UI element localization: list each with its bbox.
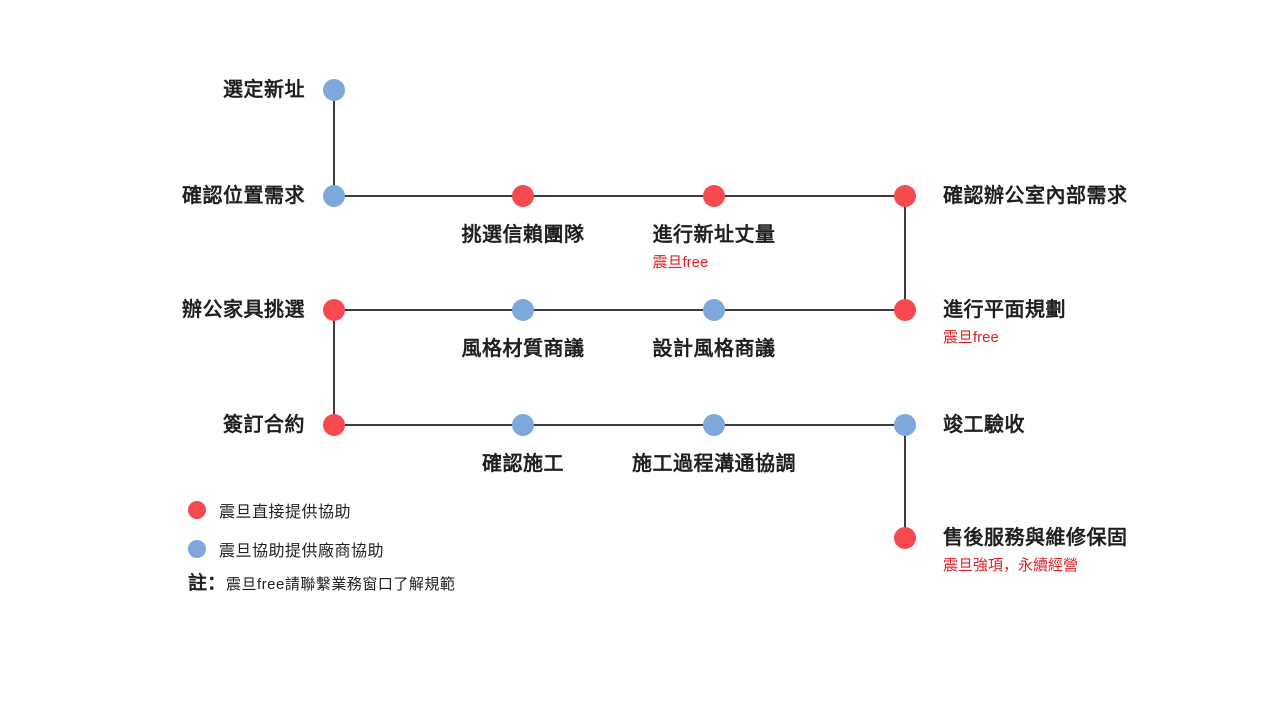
flow-node-label-block: 挑選信賴團隊 xyxy=(462,222,585,248)
flow-node-label: 確認施工 xyxy=(482,453,564,475)
flow-node-label-block: 進行平面規劃震旦free xyxy=(943,297,1066,347)
flow-node-label-block: 竣工驗收 xyxy=(943,412,1025,438)
flow-node-dot xyxy=(323,79,345,101)
flow-node-label-block: 設計風格商議 xyxy=(653,336,776,362)
flow-node-dot xyxy=(894,527,916,549)
flow-node-label-block: 售後服務與維修保固震旦強項，永續經營 xyxy=(943,525,1128,575)
flow-node-label-block: 進行新址丈量震旦free xyxy=(653,222,776,272)
flow-node-label: 竣工驗收 xyxy=(943,414,1025,436)
blue-dot-icon xyxy=(188,540,206,558)
flow-node-dot xyxy=(512,414,534,436)
flow-node-dot xyxy=(512,299,534,321)
footnote: 註： 震旦free請聯繫業務窗口了解規範 xyxy=(188,568,455,595)
flow-node-label: 施工過程溝通協調 xyxy=(632,453,796,475)
legend-label: 震旦協助提供廠商協助 xyxy=(219,543,385,560)
flow-node-dot xyxy=(703,414,725,436)
footnote-prefix: 註： xyxy=(188,573,227,594)
flow-node-label-block: 確認施工 xyxy=(482,451,564,477)
flow-node-dot xyxy=(703,185,725,207)
flow-node-label-block: 施工過程溝通協調 xyxy=(632,451,796,477)
flow-node-sublabel: 震旦free xyxy=(652,254,709,271)
flow-node-dot xyxy=(323,299,345,321)
flow-node-label: 風格材質商議 xyxy=(461,338,585,360)
flow-node-label-block: 辦公家具挑選 xyxy=(182,297,305,323)
footnote-text: 震旦free請聯繫業務窗口了解規範 xyxy=(226,576,456,593)
flow-node-label: 簽訂合約 xyxy=(223,414,305,436)
flow-node-dot xyxy=(323,414,345,436)
flow-node-label: 進行新址丈量 xyxy=(652,224,776,246)
flow-node-label: 確認辦公室內部需求 xyxy=(943,185,1128,207)
flow-node-dot xyxy=(512,185,534,207)
legend-label: 震旦直接提供協助 xyxy=(219,504,352,521)
red-dot-icon xyxy=(188,501,206,519)
flow-node-label: 確認位置需求 xyxy=(182,185,305,207)
flow-node-label: 挑選信賴團隊 xyxy=(461,224,585,246)
flow-node-label-block: 風格材質商議 xyxy=(462,336,585,362)
flow-node-label-block: 確認辦公室內部需求 xyxy=(943,183,1128,209)
flow-node-dot xyxy=(323,185,345,207)
flow-node-label: 選定新址 xyxy=(223,79,305,101)
flow-node-dot xyxy=(894,299,916,321)
legend-item-vendor: 震旦協助提供廠商協助 xyxy=(188,537,384,561)
legend-item-direct: 震旦直接提供協助 xyxy=(188,498,384,522)
flow-node-label: 辦公家具挑選 xyxy=(182,299,305,321)
flow-node-dot xyxy=(894,414,916,436)
flow-node-sublabel: 震旦free xyxy=(943,329,999,346)
flow-node-dot xyxy=(703,299,725,321)
flow-node-dot xyxy=(894,185,916,207)
flow-node-label: 設計風格商議 xyxy=(652,338,776,360)
flow-node-label-block: 選定新址 xyxy=(223,77,305,103)
flow-node-sublabel: 震旦強項，永續經營 xyxy=(943,557,1079,574)
legend: 震旦直接提供協助 震旦協助提供廠商協助 xyxy=(188,498,384,561)
flow-node-label-block: 簽訂合約 xyxy=(223,412,305,438)
flow-node-label: 進行平面規劃 xyxy=(943,299,1066,321)
flow-node-label-block: 確認位置需求 xyxy=(182,183,305,209)
flow-node-label: 售後服務與維修保固 xyxy=(943,527,1128,549)
